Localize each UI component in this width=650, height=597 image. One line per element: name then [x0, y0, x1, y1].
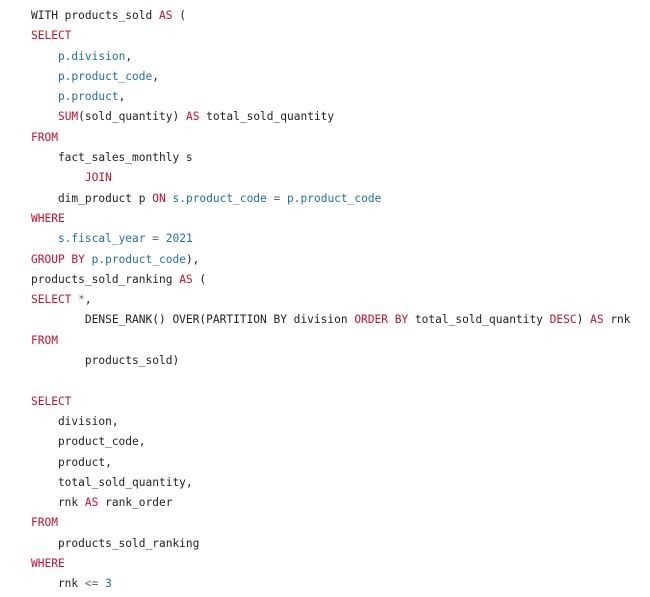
sql-text [31, 171, 85, 184]
code-line: DENSE_RANK() OVER(PARTITION BY division … [31, 310, 631, 330]
sql-operator: * [78, 293, 85, 307]
code-line: SELECT *, [31, 290, 631, 310]
code-line: p.product, [31, 87, 631, 107]
sql-keyword: AS [158, 9, 173, 22]
sql-text: products_sold_ranking [31, 536, 200, 550]
sql-identifier: p.product_code [91, 252, 186, 266]
sql-identifier: s.fiscal_year [57, 232, 146, 246]
sql-text: , [125, 49, 133, 63]
code-line: WHERE [31, 554, 631, 574]
sql-text: (sold_quantity) [78, 110, 186, 124]
sql-text: rnk [603, 313, 631, 327]
sql-text: products_sold_ranking [31, 272, 180, 286]
sql-keyword: AS [84, 496, 99, 510]
sql-identifier: p.product_code [57, 69, 153, 83]
code-line: p.division, [31, 47, 631, 67]
sql-identifier: p.division [57, 49, 126, 63]
sql-text: products_sold) [31, 354, 180, 368]
sql-keyword: JOIN [84, 171, 112, 185]
sql-text: WITH products_sold [31, 9, 159, 22]
code-line: SELECT [31, 392, 631, 412]
code-line: products_sold_ranking AS ( [31, 270, 631, 290]
sql-text: ( [192, 272, 207, 286]
sql-keyword: SELECT [31, 293, 72, 307]
code-line: FROM [31, 513, 631, 533]
code-line: division, [31, 412, 631, 432]
sql-keyword: GROUP BY [31, 252, 85, 266]
sql-text: rank_order [98, 496, 173, 510]
code-line: JOIN [31, 168, 631, 188]
sql-keyword: AS [590, 313, 604, 327]
sql-text [159, 232, 166, 245]
sql-text [31, 110, 58, 123]
sql-text: ), [185, 252, 200, 266]
sql-keyword: AS [185, 110, 200, 124]
sql-code-block: WITH products_sold AS ( SELECT p.division… [31, 6, 631, 595]
code-line: fact_sales_monthly s [31, 148, 631, 168]
sql-text: DENSE_RANK() OVER(PARTITION BY division [31, 313, 355, 327]
code-line: FROM [31, 331, 631, 351]
sql-text [31, 232, 58, 245]
sql-text [85, 253, 92, 266]
code-line: SELECT [31, 26, 631, 46]
sql-text: , [84, 293, 92, 307]
sql-text: ) [576, 313, 591, 327]
sql-text: total_sold_quantity [408, 313, 550, 327]
sql-keyword: WHERE [31, 557, 65, 571]
code-line: SUM(sold_quantity) AS total_sold_quantit… [31, 107, 631, 127]
sql-text: division, [31, 414, 119, 428]
sql-keyword: ON [152, 191, 166, 205]
sql-text: , [118, 90, 126, 104]
code-line: dim_product p ON s.product_code = p.prod… [31, 189, 631, 209]
sql-keyword: FROM [31, 130, 58, 144]
sql-operator: = [273, 191, 281, 205]
code-line: s.fiscal_year = 2021 [31, 229, 631, 249]
sql-keyword: SELECT [31, 29, 72, 43]
sql-keyword: SELECT [31, 394, 72, 408]
code-line: WITH products_sold AS ( [31, 6, 631, 26]
code-line: WHERE [31, 209, 631, 229]
sql-keyword: ORDER BY [354, 313, 409, 327]
sql-identifier: p.product_code [287, 191, 382, 205]
code-line: p.product_code, [31, 67, 631, 87]
sql-text: dim_product p [31, 191, 153, 205]
sql-text: rnk [31, 577, 85, 591]
code-line: product_code, [31, 432, 631, 452]
sql-text [31, 50, 58, 63]
code-line: products_sold) [31, 351, 631, 371]
sql-number: 3 [105, 577, 112, 591]
sql-keyword: AS [179, 272, 193, 286]
sql-text: fact_sales_monthly s [31, 151, 193, 165]
code-line [31, 371, 631, 391]
sql-text: rnk [31, 496, 85, 510]
sql-operator: = [152, 232, 160, 246]
code-line: FROM [31, 128, 631, 148]
sql-identifier: p.product [57, 90, 119, 104]
sql-text: product_code, [31, 435, 146, 449]
sql-text [267, 192, 274, 205]
sql-text: total_sold_quantity [199, 110, 335, 124]
sql-keyword: WHERE [31, 211, 65, 225]
sql-text: ( [172, 9, 186, 22]
sql-number: 2021 [165, 232, 193, 246]
sql-text [31, 90, 58, 103]
sql-identifier: s.product_code [172, 191, 267, 205]
sql-text: product, [31, 455, 112, 469]
sql-text: , [152, 69, 159, 83]
sql-text [31, 70, 58, 83]
sql-text: total_sold_quantity, [31, 475, 193, 489]
code-line: GROUP BY p.product_code), [31, 250, 631, 270]
code-line: total_sold_quantity, [31, 473, 631, 493]
code-line: products_sold_ranking [31, 534, 631, 554]
sql-keyword: DESC [549, 313, 577, 327]
sql-keyword: FROM [31, 516, 58, 530]
sql-keyword: FROM [31, 333, 58, 347]
sql-keyword: SUM [57, 110, 79, 124]
code-line: product, [31, 453, 631, 473]
sql-operator: <= [84, 577, 99, 591]
code-line: rnk AS rank_order [31, 493, 631, 513]
code-line: rnk <= 3 [31, 574, 631, 594]
